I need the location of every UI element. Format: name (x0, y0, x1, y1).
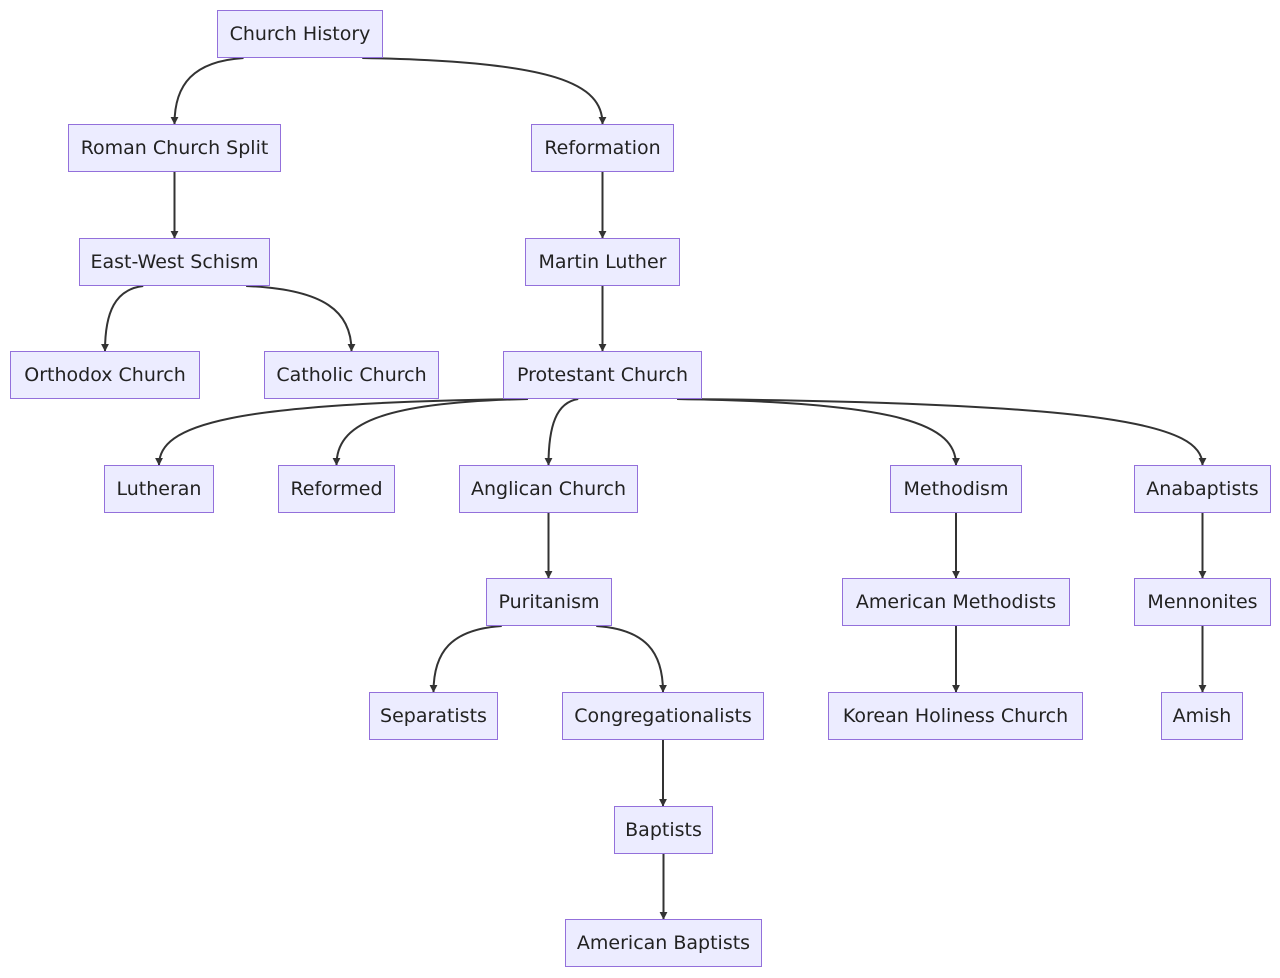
node-orthodox-church: Orthodox Church (10, 351, 200, 399)
edge-church-history-to-reformation (362, 57, 607, 125)
node-label: Korean Holiness Church (842, 704, 1069, 727)
node-label: Methodism (903, 477, 1009, 500)
node-label: Puritanism (498, 590, 600, 613)
edge-puritanism-to-congregationalists (596, 625, 667, 693)
edge-protestant-church-to-anabaptists (677, 398, 1207, 466)
node-separatists: Separatists (369, 692, 498, 740)
node-mennonites: Mennonites (1134, 578, 1271, 626)
node-label: American Baptists (576, 931, 751, 954)
node-label: Martin Luther (538, 250, 667, 273)
node-label: Roman Church Split (80, 136, 269, 159)
node-lutheran: Lutheran (104, 465, 214, 513)
node-label: Mennonites (1147, 590, 1258, 613)
node-label: Anglican Church (470, 477, 627, 500)
node-martin-luther: Martin Luther (525, 238, 680, 286)
node-label: East-West Schism (90, 250, 259, 273)
node-congregationalists: Congregationalists (562, 692, 764, 740)
node-american-methodists: American Methodists (842, 578, 1070, 626)
edge-puritanism-to-separatists (429, 625, 502, 693)
edge-protestant-church-to-methodism (677, 398, 960, 466)
edge-east-west-schism-to-catholic-church (246, 285, 356, 352)
edge-church-history-to-roman-church-split (170, 57, 244, 125)
node-puritanism: Puritanism (486, 578, 612, 626)
node-catholic-church: Catholic Church (264, 351, 439, 399)
node-church-history: Church History (217, 10, 383, 58)
node-reformed: Reformed (278, 465, 395, 513)
node-anglican-church: Anglican Church (459, 465, 638, 513)
node-label: Catholic Church (276, 363, 427, 386)
node-reformation: Reformation (531, 124, 674, 172)
edge-group (101, 57, 1207, 920)
edge-protestant-church-to-reformed (332, 398, 528, 466)
node-label: Orthodox Church (24, 363, 186, 386)
node-label: Baptists (625, 818, 702, 841)
node-label: Amish (1172, 704, 1232, 727)
node-label: Anabaptists (1146, 477, 1259, 500)
node-baptists: Baptists (614, 806, 713, 854)
node-korean-holiness-church: Korean Holiness Church (828, 692, 1083, 740)
node-east-west-schism: East-West Schism (79, 238, 270, 286)
node-anabaptists: Anabaptists (1134, 465, 1271, 513)
node-protestant-church: Protestant Church (503, 351, 702, 399)
node-methodism: Methodism (890, 465, 1022, 513)
node-label: Congregationalists (574, 704, 752, 727)
node-label: Lutheran (116, 477, 202, 500)
node-amish: Amish (1161, 692, 1243, 740)
node-roman-church-split: Roman Church Split (68, 124, 281, 172)
node-label: Church History (229, 22, 371, 45)
node-label: Reformation (544, 136, 661, 159)
edge-protestant-church-to-anglican-church (544, 398, 579, 466)
node-label: American Methodists (855, 590, 1057, 613)
node-american-baptists: American Baptists (565, 919, 762, 967)
edge-east-west-schism-to-orthodox-church (101, 285, 144, 352)
node-label: Reformed (290, 477, 383, 500)
node-label: Protestant Church (516, 363, 689, 386)
edge-protestant-church-to-lutheran (155, 398, 528, 466)
node-label: Separatists (380, 704, 487, 727)
